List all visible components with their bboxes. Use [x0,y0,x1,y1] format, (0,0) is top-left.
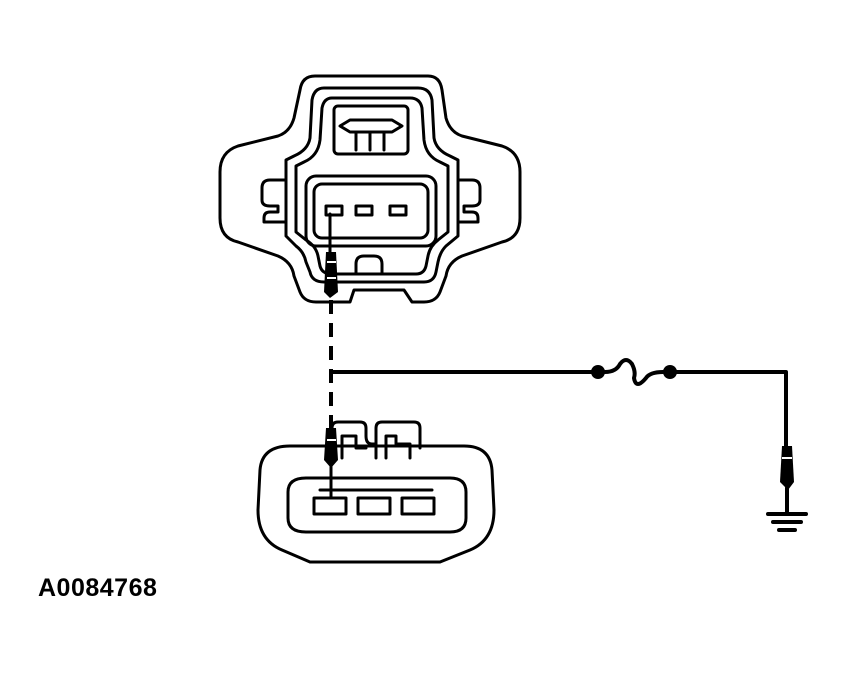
lower-terminal [324,428,338,500]
fuse-icon [591,358,677,386]
upper-pin-3 [388,204,408,217]
ground-terminal [780,446,794,514]
ground-terminal-crimp [780,446,794,490]
upper-connector-latch-arrow [338,118,404,134]
upper-connector-inner-frame [284,86,460,284]
ground-symbol-icon [766,512,808,532]
lower-pin-3 [400,496,436,516]
lower-connector-latch-left-inner [340,434,368,460]
upper-terminal-crimp [324,252,338,298]
upper-connector-latch [332,104,410,156]
lower-connector-cavity [286,476,468,534]
lower-connector-latch-right [374,420,422,450]
wire-to-ground [668,370,788,450]
upper-connector-right-tab [456,178,482,224]
lower-connector-latch-left [330,420,378,460]
upper-terminal [324,212,338,298]
upper-connector-cavity-inner [312,182,430,240]
upper-connector-key [354,254,384,276]
lower-pin-2 [356,496,392,516]
upper-connector-cavity [304,174,438,248]
upper-connector-left-tab [260,178,288,224]
upper-pin-1 [324,204,344,217]
lower-connector [256,420,496,564]
figure-reference-id: A0084768 [38,574,158,602]
upper-connector-inner-frame-2 [294,96,450,276]
upper-pin-2 [354,204,374,217]
lower-pin-1 [312,496,348,516]
lower-terminal-crimp [324,428,338,468]
upper-connector-housing [218,74,522,304]
upper-connector [218,74,522,304]
lower-connector-housing [256,444,496,564]
